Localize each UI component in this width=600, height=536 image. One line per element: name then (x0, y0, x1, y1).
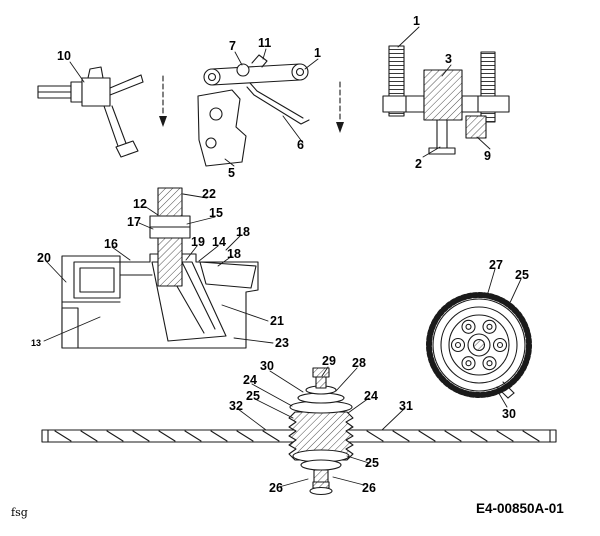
part-label-1-housing: 1 (413, 14, 420, 28)
part-label-15: 15 (209, 206, 223, 220)
axle-assembly-drawing (41, 367, 557, 496)
part-label-7: 7 (229, 39, 236, 53)
part-label-11: 11 (258, 36, 272, 50)
part-label-19: 19 (191, 235, 205, 249)
part-label-18-upper: 18 (236, 225, 250, 239)
sprocket-gear-drawing (426, 292, 532, 399)
part-label-12: 12 (133, 197, 147, 211)
drawing-number: E4-00850A-01 (476, 501, 564, 516)
part-label-1-lever: 1 (314, 46, 321, 60)
part-label-14: 14 (212, 235, 226, 249)
part-label-17: 17 (127, 215, 141, 229)
part-label-23: 23 (275, 336, 289, 350)
part-label-2: 2 (415, 157, 422, 171)
part-label-25-left: 25 (246, 389, 260, 403)
part-label-10: 10 (57, 49, 71, 63)
part-label-30-axle: 30 (260, 359, 274, 373)
part-label-28: 28 (352, 356, 366, 370)
part-label-25-gear: 25 (515, 268, 529, 282)
part-label-21: 21 (270, 314, 284, 328)
shift-lever-drawing (37, 66, 144, 158)
part-label-26-right: 26 (362, 481, 376, 495)
part-label-31: 31 (399, 399, 413, 413)
part-label-24-left: 24 (243, 373, 257, 387)
gearbox-housing-drawing (382, 45, 510, 155)
part-label-3: 3 (445, 52, 452, 66)
part-label-24-right: 24 (364, 389, 378, 403)
part-label-13: 13 (31, 338, 42, 348)
part-label-20: 20 (37, 251, 51, 265)
part-label-22: 22 (202, 187, 216, 201)
part-label-27: 27 (489, 258, 503, 272)
transmission-case-drawing (61, 187, 259, 349)
part-label-30-gear: 30 (502, 407, 516, 421)
part-label-29: 29 (322, 354, 336, 368)
part-label-32: 32 (229, 399, 243, 413)
part-label-6: 6 (297, 138, 304, 152)
part-label-26-left: 26 (269, 481, 283, 495)
brake-bracket-drawing (159, 54, 344, 167)
part-label-5: 5 (228, 166, 235, 180)
part-label-9: 9 (484, 149, 491, 163)
leader-lines (43, 26, 522, 488)
part-label-18-lower: 18 (227, 247, 241, 261)
part-label-25-bottom: 25 (365, 456, 379, 470)
footer-mark: fsg (11, 506, 28, 519)
part-label-16: 16 (104, 237, 118, 251)
